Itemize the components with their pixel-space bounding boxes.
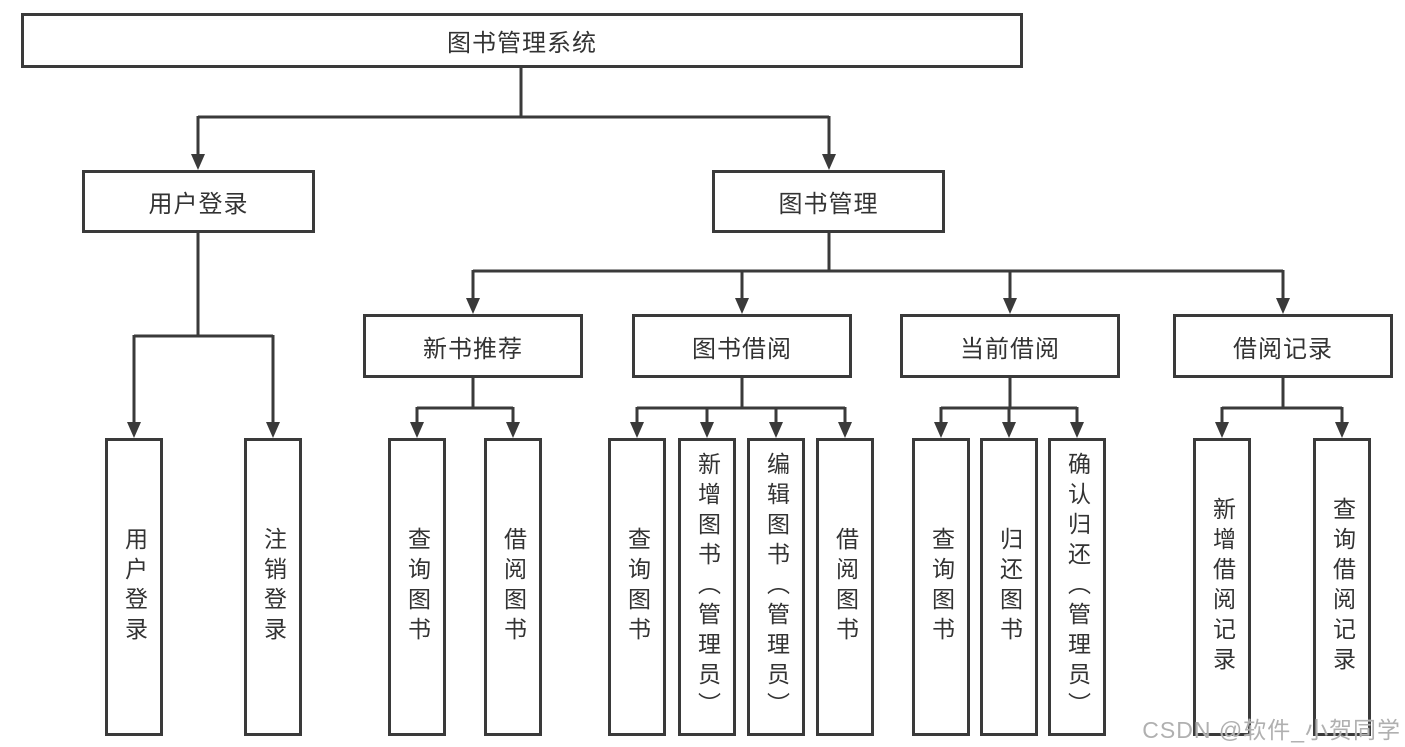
node-library-management-system: 图书管理系统 <box>21 13 1023 68</box>
node-label: 借阅图书 <box>500 527 527 647</box>
leaf-add-borrow-record: 新增借阅记录 <box>1193 438 1251 736</box>
node-label: 查询图书 <box>928 527 955 647</box>
node-current-borrowing: 当前借阅 <box>900 314 1120 378</box>
node-label: 归还图书 <box>996 527 1023 647</box>
leaf-confirm-return-admin: 确认归还（管理员） <box>1048 438 1106 736</box>
node-label: 借阅图书 <box>832 527 859 647</box>
node-label: 当前借阅 <box>960 335 1060 363</box>
node-label: 借阅记录 <box>1233 335 1333 363</box>
node-label: 新增借阅记录 <box>1209 497 1236 677</box>
leaf-user-login: 用户登录 <box>105 438 163 736</box>
node-label: 用户登录 <box>148 191 249 218</box>
node-label: 图书管理 <box>778 191 879 218</box>
leaf-query-books-borrowing: 查询图书 <box>608 438 666 736</box>
node-borrowing-records: 借阅记录 <box>1173 314 1393 378</box>
leaf-logout: 注销登录 <box>244 438 302 736</box>
leaf-query-borrow-record: 查询借阅记录 <box>1313 438 1371 736</box>
leaf-return-books: 归还图书 <box>980 438 1038 736</box>
csdn-watermark: CSDN @软件_小贺同学 <box>1142 717 1401 743</box>
node-label: 查询图书 <box>404 527 431 647</box>
node-label: 新增图书（管理员） <box>694 452 721 722</box>
leaf-borrow-books-borrowing: 借阅图书 <box>816 438 874 736</box>
node-label: 注销登录 <box>260 527 287 647</box>
node-label: 查询借阅记录 <box>1329 497 1356 677</box>
node-label: 图书管理系统 <box>447 30 597 57</box>
node-label: 用户登录 <box>121 527 148 647</box>
node-new-book-recommendation: 新书推荐 <box>363 314 583 378</box>
node-label: 图书借阅 <box>692 335 792 363</box>
node-label: 确认归还（管理员） <box>1064 452 1091 722</box>
leaf-query-books-recommend: 查询图书 <box>388 438 446 736</box>
leaf-borrow-books-recommend: 借阅图书 <box>484 438 542 736</box>
leaf-edit-books-admin: 编辑图书（管理员） <box>747 438 805 736</box>
node-book-management: 图书管理 <box>712 170 945 233</box>
node-label: 查询图书 <box>624 527 651 647</box>
node-label: 编辑图书（管理员） <box>763 452 790 722</box>
node-book-borrowing: 图书借阅 <box>632 314 852 378</box>
leaf-add-books-admin: 新增图书（管理员） <box>678 438 736 736</box>
node-label: 新书推荐 <box>423 335 523 363</box>
leaf-query-books-current: 查询图书 <box>912 438 970 736</box>
node-user-login: 用户登录 <box>82 170 315 233</box>
